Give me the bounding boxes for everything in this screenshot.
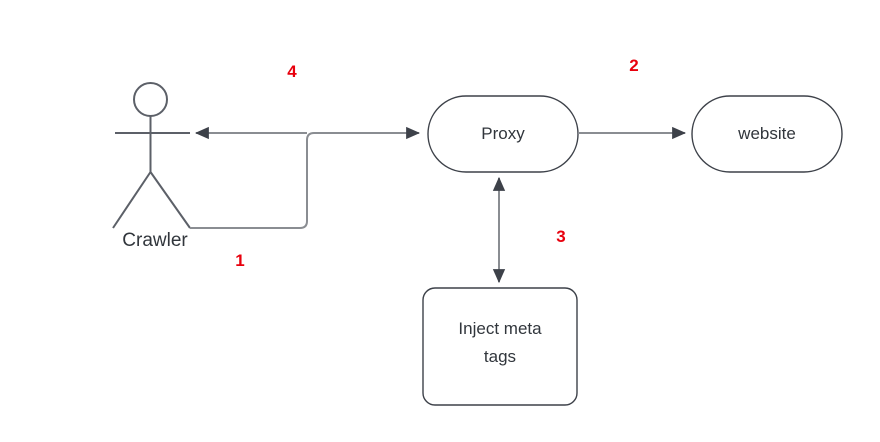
node-proxy[interactable]: Proxy: [427, 95, 579, 173]
website-label: website: [737, 124, 796, 143]
node-website[interactable]: website: [691, 95, 843, 173]
step-number-2: 2: [629, 56, 638, 75]
step-number-4: 4: [287, 62, 297, 81]
node-inject-meta-tags[interactable]: Inject meta tags: [422, 287, 578, 406]
proxy-label: Proxy: [481, 124, 525, 143]
crawler-left-leg-icon: [112, 171, 152, 229]
inject-meta-tags-label-line1: Inject meta: [458, 319, 542, 338]
crawler-actor: Crawler: [112, 82, 191, 251]
step-number-1: 1: [235, 251, 244, 270]
step-number-3: 3: [556, 227, 565, 246]
crawler-head-icon: [133, 82, 168, 117]
inject-meta-tags-shape[interactable]: [422, 287, 578, 406]
inject-meta-tags-label-line2: tags: [484, 347, 516, 366]
website-shape[interactable]: [691, 95, 843, 173]
connector-crawler-to-proxy: [190, 126, 421, 229]
crawler-label: Crawler: [122, 230, 188, 251]
crawler-right-leg-icon: [149, 171, 191, 229]
